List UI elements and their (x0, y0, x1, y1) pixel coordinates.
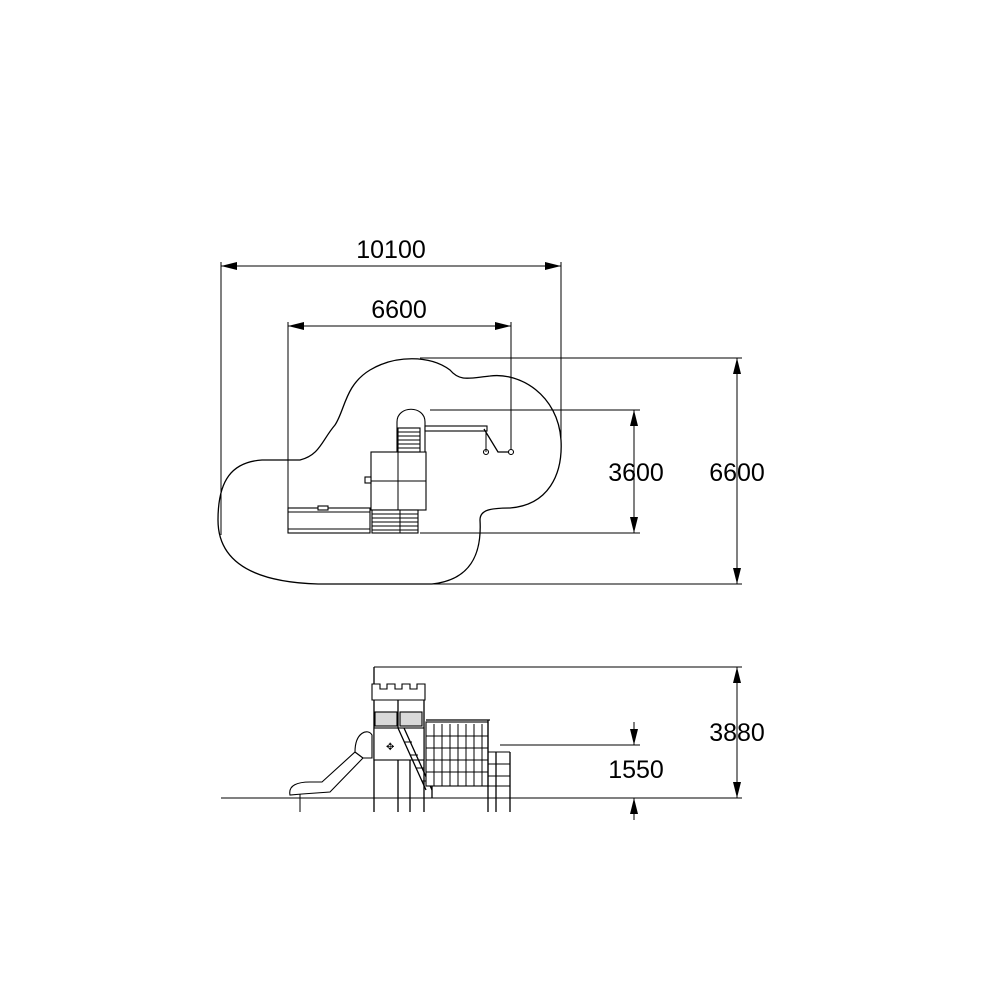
dimension-label-platform-height: 1550 (608, 756, 664, 784)
dimension-overall-height: 3880 (374, 666, 765, 798)
safety-zone-outline (217, 358, 562, 585)
elevation-view: 3880 1550 (221, 666, 765, 820)
svg-text:✥: ✥ (386, 742, 394, 753)
plan-view: 10100 6600 3600 6600 (217, 236, 765, 585)
dimension-platform-height: 1550 (500, 722, 664, 820)
equipment-plan (287, 408, 515, 534)
dimension-overall-depth: 6600 (318, 357, 765, 585)
equipment-elevation: ✥ (289, 667, 511, 812)
dimension-label-equipment-width: 6600 (371, 296, 427, 324)
dimension-equipment-depth: 3600 (420, 409, 664, 534)
dimension-equipment-width: 6600 (287, 296, 512, 533)
dimension-label-overall-width: 10100 (356, 236, 426, 264)
dimension-label-overall-depth: 6600 (709, 459, 765, 487)
dimension-label-overall-height: 3880 (709, 719, 765, 747)
dimension-overall-width: 10100 (220, 236, 562, 535)
dimension-label-equipment-depth: 3600 (608, 459, 664, 487)
